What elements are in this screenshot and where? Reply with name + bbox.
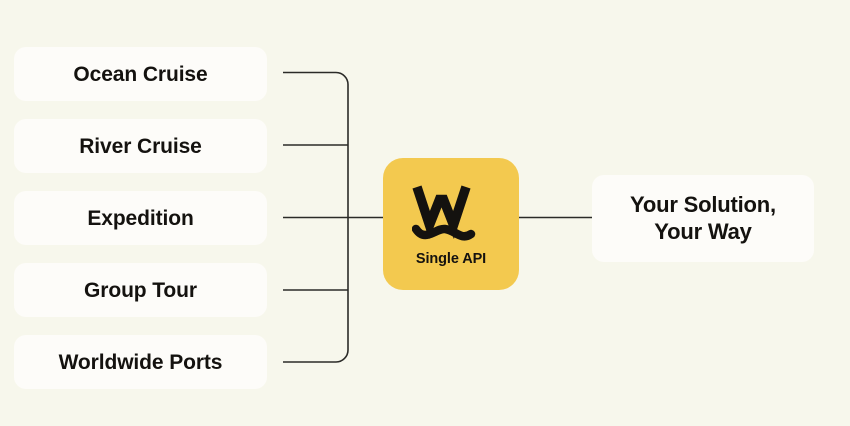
hub-card-label: Single API <box>415 250 487 267</box>
source-card-ocean-cruise[interactable]: Ocean Cruise <box>14 47 267 101</box>
source-card-river-cruise[interactable]: River Cruise <box>14 119 267 173</box>
source-card-expedition[interactable]: Expedition <box>14 191 267 245</box>
source-card-label: Expedition <box>87 206 194 230</box>
w-wave-logo-icon <box>412 185 476 241</box>
source-card-label: Ocean Cruise <box>73 62 208 86</box>
source-card-label: Worldwide Ports <box>58 350 223 374</box>
source-card-group-tour[interactable]: Group Tour <box>14 263 267 317</box>
outcome-card-your-solution-your-way[interactable]: Your Solution, Your Way <box>592 175 814 262</box>
hub-card-single-api[interactable]: Single API <box>383 158 519 290</box>
source-card-label: River Cruise <box>79 134 202 158</box>
bracket-spine <box>283 71 349 363</box>
outcome-card-label: Your Solution, Your Way <box>630 191 776 244</box>
source-card-label: Group Tour <box>84 278 197 302</box>
source-card-worldwide-ports[interactable]: Worldwide Ports <box>14 335 267 389</box>
